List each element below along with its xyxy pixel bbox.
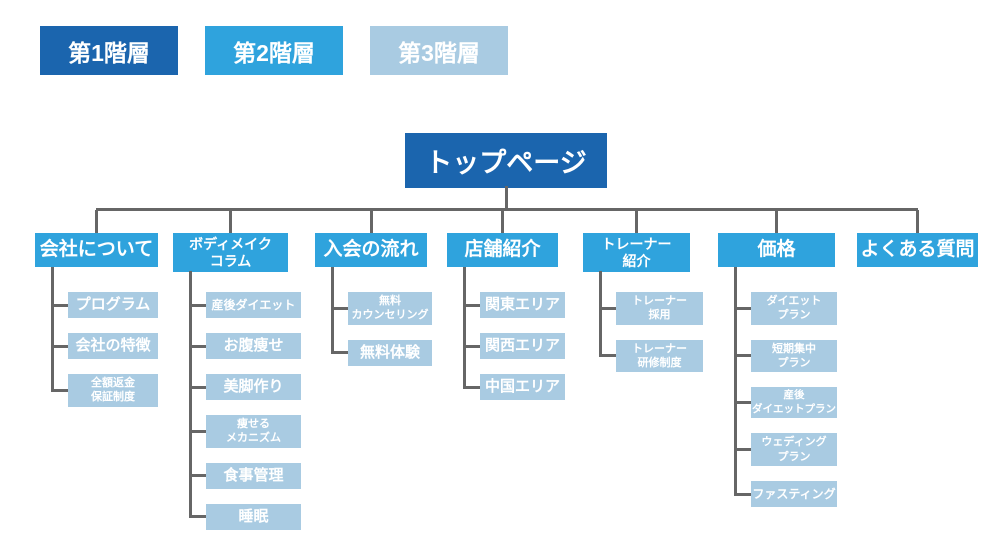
- root-node-top-page: トップページ: [405, 133, 607, 188]
- connector-bus: [96, 208, 918, 211]
- l3-node-company-features: 会社の特徴: [51, 333, 158, 359]
- l2-node-joining-flow: 入会の流れ: [315, 233, 427, 267]
- l3-node-slim-mechanism: 痩せる メカニズム: [189, 415, 301, 448]
- l3-node-sleep: 睡眠: [189, 503, 301, 530]
- l3-node-free-trial: 無料体験: [331, 339, 432, 366]
- children-company-about: プログラム 会社の特徴 全額返金 保証制度: [51, 267, 158, 407]
- l3-node-free-counseling: 無料 カウンセリング: [331, 292, 432, 325]
- l3-node-trainer-training: トレーナー 研修制度: [599, 339, 703, 373]
- l3-node-short-intensive-plan: 短期集中 プラン: [734, 339, 837, 373]
- l3-node-belly-slimming: お腹痩せ: [189, 333, 301, 359]
- l3-node-chugoku-area: 中国エリア: [463, 374, 565, 400]
- children-trainer-intro: トレーナー 採用 トレーナー 研修制度: [599, 270, 703, 373]
- children-store-intro: 関東エリア 関西エリア 中国エリア: [463, 267, 565, 400]
- l3-node-diet-plan: ダイエット プラン: [734, 292, 837, 325]
- branch-joining-flow: 入会の流れ 無料 カウンセリング 無料体験: [315, 210, 432, 366]
- l3-node-postpartum-diet-plan: 産後 ダイエットプラン: [734, 387, 837, 419]
- l3-node-meal-management: 食事管理: [189, 462, 301, 489]
- l3-node-fasting: ファスティング: [734, 481, 837, 508]
- l3-node-kanto-area: 関東エリア: [463, 292, 565, 318]
- children-price: ダイエット プラン 短期集中 プラン 産後 ダイエットプラン ウェディング プラ…: [734, 266, 837, 508]
- l2-node-store-intro: 店舗紹介: [447, 233, 558, 267]
- l3-node-program: プログラム: [51, 292, 158, 318]
- l3-node-trainer-recruit: トレーナー 採用: [599, 292, 703, 325]
- l3-node-postpartum-diet: 産後ダイエット: [189, 292, 301, 318]
- branch-company-about: 会社について プログラム 会社の特徴 全額返金 保証制度: [35, 210, 158, 407]
- l2-node-faq: よくある質問: [857, 233, 978, 267]
- branch-store-intro: 店舗紹介 関東エリア 関西エリア 中国エリア: [447, 210, 565, 400]
- l3-node-wedding-plan: ウェディング プラン: [734, 433, 837, 467]
- branch-faq: よくある質問: [857, 210, 978, 267]
- l2-node-price: 価格: [718, 233, 835, 267]
- branch-bodymake-column: ボディメイク コラム 産後ダイエット お腹痩せ 美脚作り 痩せる メカニズム 食…: [173, 210, 301, 530]
- connector-root-drop: [505, 186, 508, 210]
- l2-node-trainer-intro: トレーナー 紹介: [583, 233, 690, 272]
- l3-node-kansai-area: 関西エリア: [463, 333, 565, 359]
- l2-node-bodymake-column: ボディメイク コラム: [173, 233, 288, 272]
- l3-node-leg-shaping: 美脚作り: [189, 374, 301, 400]
- children-joining-flow: 無料 カウンセリング 無料体験: [331, 267, 432, 366]
- l3-node-refund-guarantee: 全額返金 保証制度: [51, 374, 158, 407]
- branch-price: 価格 ダイエット プラン 短期集中 プラン 産後 ダイエットプラン ウェディング…: [718, 210, 837, 508]
- children-bodymake-column: 産後ダイエット お腹痩せ 美脚作り 痩せる メカニズム 食事管理 睡眠: [189, 271, 301, 530]
- legend-level-3: 第3階層: [370, 26, 508, 75]
- legend-level-2: 第2階層: [205, 26, 343, 75]
- legend-level-1: 第1階層: [40, 26, 178, 75]
- branch-trainer-intro: トレーナー 紹介 トレーナー 採用 トレーナー 研修制度: [583, 210, 703, 373]
- l2-node-company-about: 会社について: [35, 233, 158, 267]
